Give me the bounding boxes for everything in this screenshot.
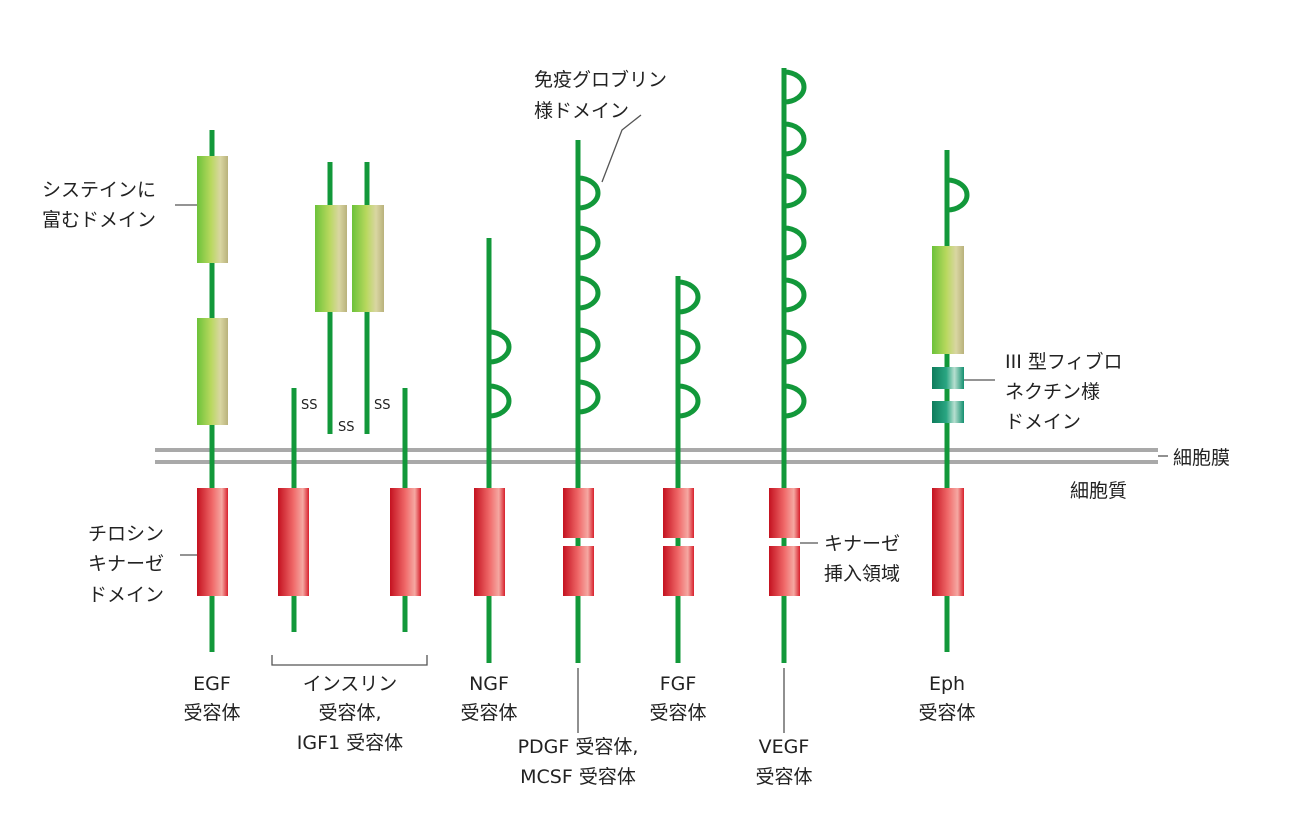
insulin-receptor: SS SS SS <box>278 162 421 632</box>
ig-like-domain <box>783 277 807 313</box>
ig-like-label: 免疫グロブリン <box>534 68 667 91</box>
ig-like-domain <box>946 177 970 213</box>
cysteine-rich-domain <box>197 156 228 263</box>
ig-like-domain <box>577 175 601 211</box>
receptor-name-fgf: 受容体 <box>649 702 706 724</box>
tyrosine-kinase-label: ドメイン <box>88 584 164 606</box>
receptor-name-eph: Eph <box>929 673 965 695</box>
cysteine-rich-label: システインに <box>42 179 156 201</box>
ig-like-domain <box>783 225 807 261</box>
plasma-membrane <box>155 448 1158 464</box>
tyrosine-kinase-domain <box>663 488 694 538</box>
tyrosine-kinase-domain <box>474 488 505 596</box>
ig-like-domain <box>577 327 601 363</box>
ig-like-domain <box>488 329 512 365</box>
kinase-insert-label: キナーゼ <box>824 533 900 555</box>
ig-like-domain <box>577 379 601 415</box>
receptor-name-pdgf: PDGF 受容体, <box>518 736 639 758</box>
fibronectin-label: ネクチン様 <box>1005 381 1100 403</box>
receptor-name-insulin: IGF1 受容体 <box>297 732 403 754</box>
disulfide-bond-label: SS <box>338 420 355 435</box>
domain-labels: システインに 富むドメイン 免疫グロブリン 様ドメイン III 型フィブロ ネク… <box>42 68 1230 606</box>
tyrosine-kinase-domain <box>563 546 594 596</box>
fibronectin-domain <box>932 367 964 389</box>
tyrosine-kinase-domain <box>390 488 421 596</box>
tyrosine-kinase-domain <box>663 546 694 596</box>
fibronectin-label: III 型フィブロ <box>1005 350 1122 373</box>
receptor-name-ngf: NGF <box>469 673 509 695</box>
ig-like-domain <box>783 329 807 365</box>
cysteine-rich-domain <box>197 318 228 425</box>
fgf-receptor <box>663 276 701 663</box>
leader-lines <box>175 114 1168 733</box>
vegf-receptor <box>769 68 807 663</box>
ig-like-domain <box>783 121 807 157</box>
fibronectin-label: ドメイン <box>1005 411 1081 433</box>
fibronectin-domain <box>932 401 964 423</box>
ig-like-domain <box>488 383 512 419</box>
cysteine-rich-domain <box>315 205 347 312</box>
receptor-name-egf: EGF <box>193 673 231 695</box>
receptor-name-pdgf: MCSF 受容体 <box>520 766 636 788</box>
receptor-labels: EGF 受容体 インスリン 受容体, IGF1 受容体 NGF 受容体 PDGF… <box>183 673 975 788</box>
ngf-receptor <box>474 238 512 663</box>
tyrosine-kinase-domain <box>278 488 309 596</box>
receptor-name-vegf: 受容体 <box>755 766 812 788</box>
cysteine-rich-domain <box>932 246 964 354</box>
receptor-name-egf: 受容体 <box>183 702 240 724</box>
receptor-name-eph: 受容体 <box>918 702 975 724</box>
eph-receptor <box>932 150 970 652</box>
receptor-name-insulin: インスリン <box>303 673 398 695</box>
ig-like-domain <box>783 173 807 209</box>
receptor-name-vegf: VEGF <box>759 736 810 758</box>
tyrosine-kinase-domain <box>197 488 228 596</box>
receptor-name-ngf: 受容体 <box>460 702 517 724</box>
receptor-name-insulin: 受容体, <box>318 702 381 724</box>
tyrosine-kinase-label: キナーゼ <box>88 553 164 575</box>
disulfide-bond-label: SS <box>374 398 391 413</box>
insulin-bracket <box>271 655 428 666</box>
tyrosine-kinase-domain <box>769 488 800 538</box>
membrane-label: 細胞膜 <box>1173 447 1230 469</box>
ig-like-domain <box>677 279 701 315</box>
kinase-insert-label: 挿入領域 <box>824 563 900 585</box>
egf-receptor <box>197 130 228 652</box>
ig-like-domain <box>677 329 701 365</box>
receptor-name-fgf: FGF <box>660 673 697 695</box>
cysteine-rich-label: 富むドメイン <box>42 209 156 231</box>
disulfide-bond-label: SS <box>301 398 318 413</box>
tyrosine-kinase-domain <box>769 546 800 596</box>
cysteine-rich-domain <box>352 205 384 312</box>
ig-like-domain <box>577 275 601 311</box>
ig-like-domain <box>783 383 807 419</box>
ig-like-label: 様ドメイン <box>534 100 629 122</box>
tyrosine-kinase-domain <box>932 488 964 596</box>
tyrosine-kinase-label: チロシン <box>88 523 164 545</box>
pdgf-receptor <box>563 140 601 663</box>
cytoplasm-label: 細胞質 <box>1070 480 1127 502</box>
ig-like-domain <box>783 69 807 105</box>
ig-like-domain <box>577 225 601 261</box>
tyrosine-kinase-domain <box>563 488 594 538</box>
ig-like-domain <box>677 383 701 419</box>
